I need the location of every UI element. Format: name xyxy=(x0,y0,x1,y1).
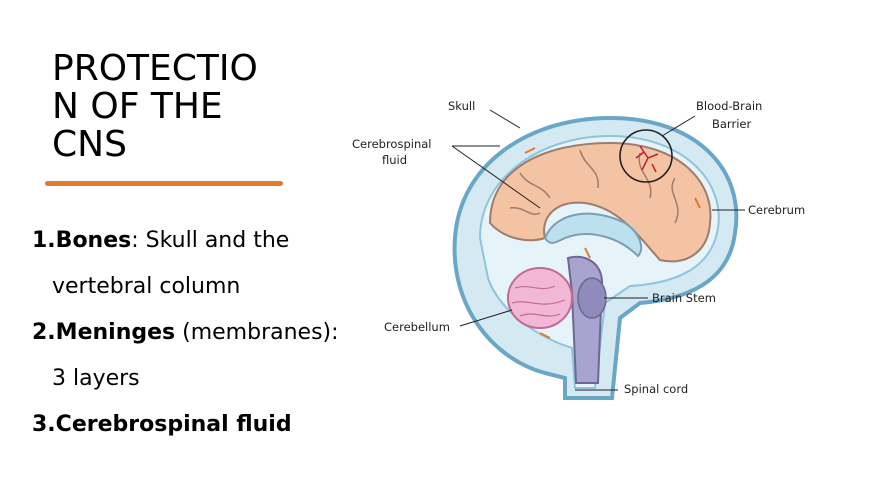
item-number: 2. xyxy=(32,320,56,345)
bbb-highlight-circle xyxy=(619,129,673,183)
csf-flow-arrows xyxy=(524,147,701,339)
title-underline xyxy=(45,181,283,186)
cerebellum-folds xyxy=(511,285,566,317)
item-continuation: vertebral column xyxy=(52,274,241,299)
skull-leader xyxy=(489,109,521,129)
item-term: Bones xyxy=(55,228,132,253)
label-cerebrum: Cerebrum xyxy=(748,203,805,217)
item-term: Meninges xyxy=(55,320,176,345)
blood-vessel-icon xyxy=(635,145,659,173)
cerebrum-shape xyxy=(488,141,712,263)
label-csf-line2: fluid xyxy=(382,153,407,167)
ventricle-shape xyxy=(543,212,643,258)
list-item-csf: 3.Cerebrospinal fluid xyxy=(32,402,339,448)
cerebrum-folds xyxy=(509,149,679,224)
label-spinal-cord: Spinal cord xyxy=(624,382,688,396)
cns-protection-diagram: Skull Cerebrospinal fluid Blood-Brain Ba… xyxy=(352,99,805,400)
label-csf-line1: Cerebrospinal xyxy=(352,137,431,151)
item-term: Cerebrospinal fluid xyxy=(55,412,292,437)
bbb-leader xyxy=(661,115,696,137)
pons-shape xyxy=(577,277,607,319)
cerebellum-shape xyxy=(507,267,573,329)
protection-list: 1.Bones: Skull and the vertebral column … xyxy=(32,218,339,448)
item-text: : Skull and the xyxy=(131,228,290,253)
label-brain-stem: Brain Stem xyxy=(652,291,716,305)
list-item-bones: 1.Bones: Skull and the vertebral column xyxy=(32,218,339,310)
item-number: 1. xyxy=(32,228,56,253)
slide-title: PROTECTIO N OF THE CNS xyxy=(52,48,258,165)
cerebellum-leader xyxy=(459,309,513,327)
label-bbb-line2: Barrier xyxy=(712,117,751,131)
csf-leader-2 xyxy=(451,145,541,209)
item-number: 3. xyxy=(32,412,56,437)
list-item-meninges: 2.Meninges (membranes): 3 layers xyxy=(32,310,339,402)
label-skull: Skull xyxy=(448,99,475,113)
item-continuation: 3 layers xyxy=(52,366,140,391)
item-text: (membranes): xyxy=(175,320,339,345)
label-bbb-line1: Blood-Brain xyxy=(696,99,762,113)
label-cerebellum: Cerebellum xyxy=(384,320,450,334)
